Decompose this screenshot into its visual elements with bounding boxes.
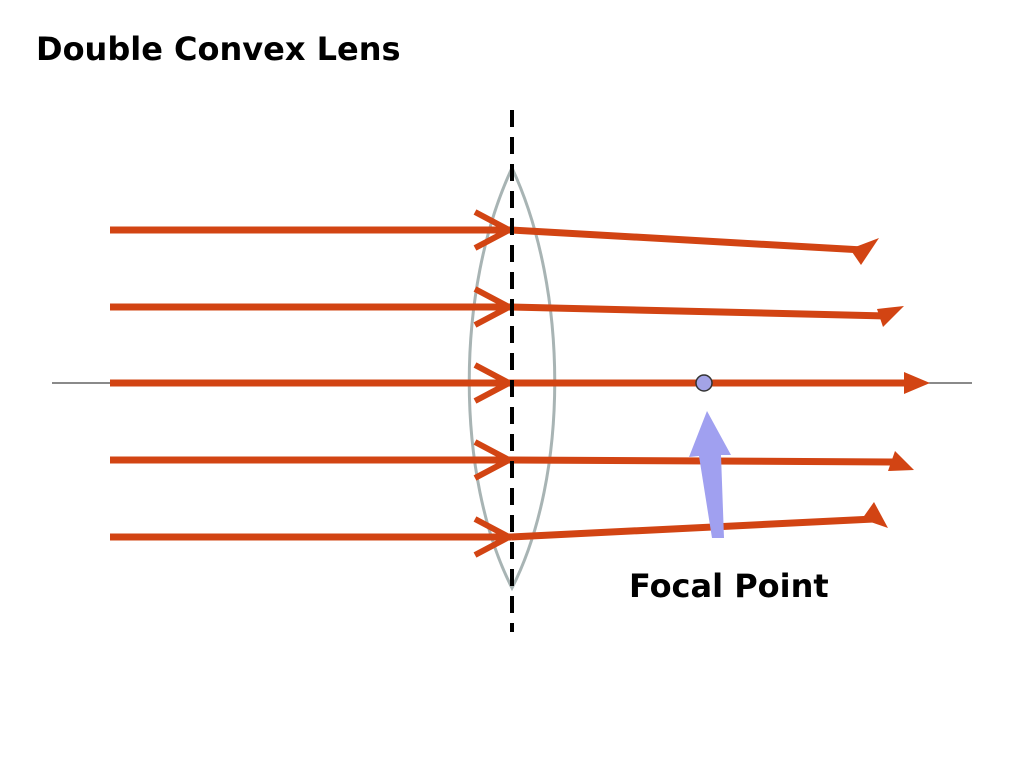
outgoing-arrowheads [850, 238, 930, 528]
arrowhead-icon [904, 372, 930, 394]
chevron-arrow-icon [473, 209, 516, 251]
diagram-title: Double Convex Lens [36, 30, 401, 68]
arrowhead-icon [877, 306, 904, 327]
arrowhead-icon [888, 451, 914, 471]
refracted-ray-1 [510, 226, 864, 254]
refracted-ray-5 [510, 515, 875, 541]
chevron-arrow-icon [473, 439, 516, 481]
pointer-arrow-icon [689, 411, 731, 538]
arrowhead-icon [850, 238, 879, 265]
incoming-arrowheads [473, 209, 516, 558]
focal-point-dot [695, 374, 713, 392]
refracted-ray-2 [510, 303, 888, 320]
chevron-arrow-icon [473, 516, 516, 558]
focal-point-label: Focal Point [629, 567, 829, 605]
incoming-rays [110, 226, 511, 541]
lens-outline [467, 164, 557, 592]
chevron-arrow-icon [473, 286, 516, 328]
arrowhead-icon [862, 502, 888, 528]
chevron-arrow-icon [473, 362, 516, 404]
